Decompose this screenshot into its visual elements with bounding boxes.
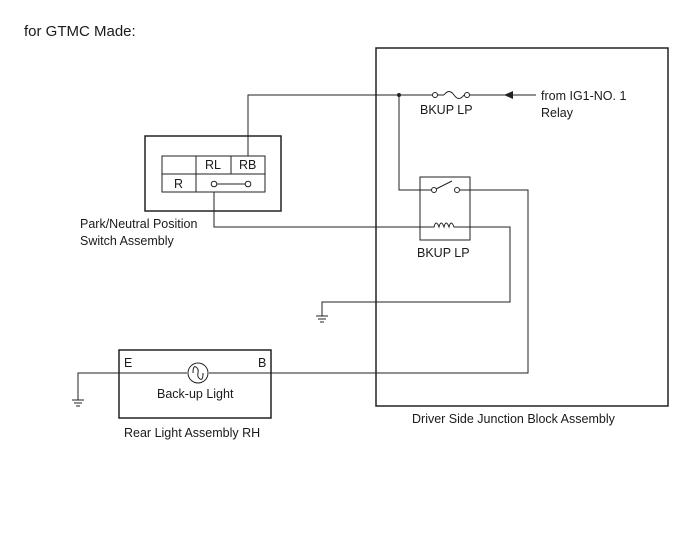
- wire-fuse-to-relay: [398, 95, 420, 191]
- fuse-terminal-right: [464, 92, 470, 98]
- switch-col-rl: RL: [205, 158, 221, 172]
- switch-col-rb: RB: [239, 158, 256, 172]
- switch-terminal-rl: [210, 180, 218, 188]
- switch-label-line1: Park/Neutral Position: [80, 217, 197, 231]
- wire-lamp-to-ground: [77, 372, 119, 400]
- wire-relay-to-lamp: [271, 189, 529, 374]
- lamp-label: Rear Light Assembly RH: [124, 426, 260, 440]
- wire-switch-to-coil: [213, 192, 420, 228]
- junction-block-label: Driver Side Junction Block Assembly: [412, 412, 616, 426]
- source-label-line1: from IG1-NO. 1: [541, 89, 626, 103]
- lamp-terminal-b: B: [258, 356, 266, 370]
- source-arrow-icon: [504, 91, 513, 99]
- relay-contact-left: [431, 187, 437, 193]
- lamp-terminal-e: E: [124, 356, 132, 370]
- relay-coil-icon: [420, 222, 470, 229]
- switch-row-r: R: [174, 177, 183, 191]
- switch-terminal-rb: [244, 180, 252, 188]
- lamp-inner-label: Back-up Light: [157, 387, 234, 401]
- lamp-box: [118, 349, 272, 419]
- wire-switch-to-fuse: [247, 94, 428, 156]
- relay-switch-arm: [435, 180, 453, 190]
- diagram-title: for GTMC Made:: [24, 23, 136, 40]
- relay-box: [419, 176, 471, 241]
- wire-coil-to-ground: [321, 226, 511, 316]
- fuse-label: BKUP LP: [420, 103, 473, 117]
- ground-icon: [316, 315, 328, 323]
- switch-box: [144, 135, 282, 212]
- source-label-line2: Relay: [541, 106, 574, 120]
- ground-icon: [72, 399, 84, 407]
- bulb-icon: [187, 362, 209, 384]
- fuse-icon: [428, 91, 465, 99]
- relay-label: BKUP LP: [417, 246, 470, 260]
- switch-label-line2: Switch Assembly: [80, 234, 175, 248]
- relay-contact-right: [454, 187, 460, 193]
- fuse-terminal-left: [432, 92, 438, 98]
